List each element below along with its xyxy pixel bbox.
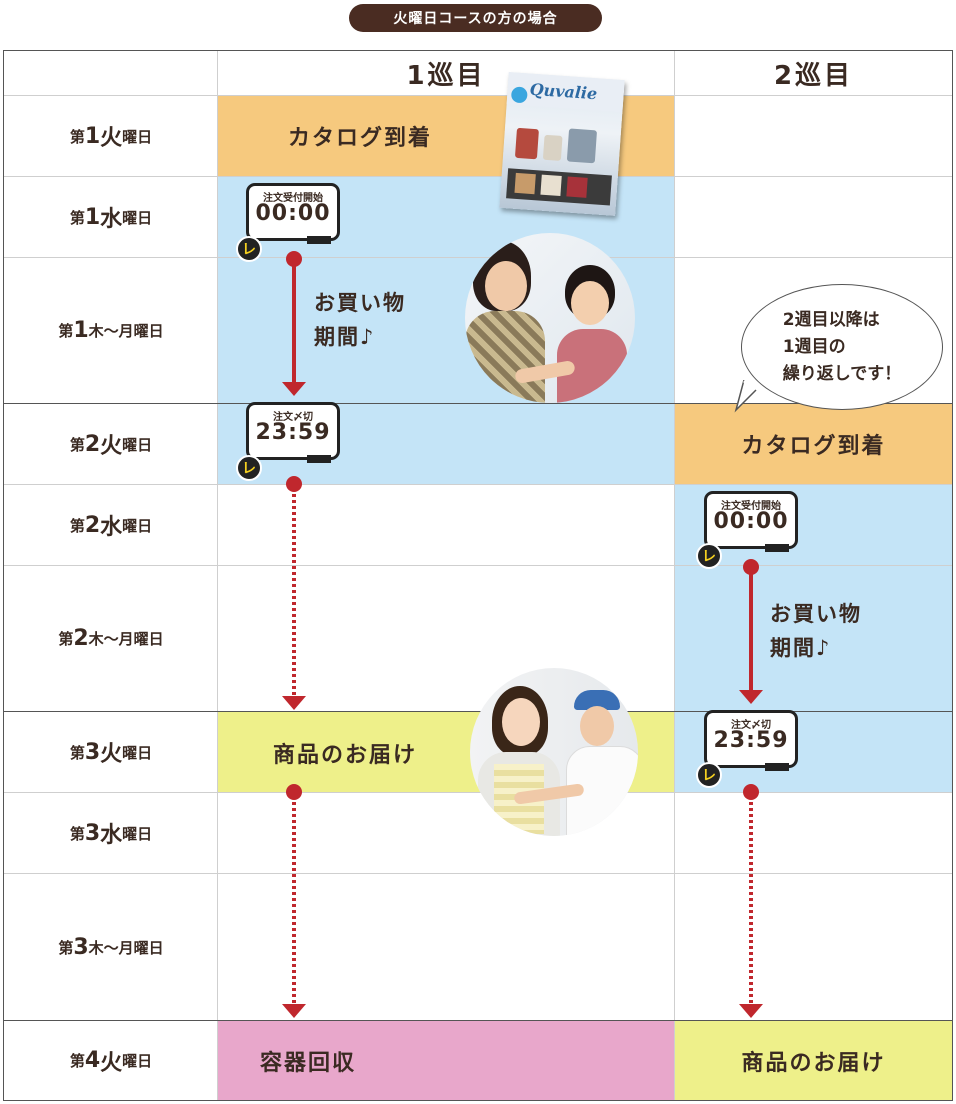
check-icon: レ bbox=[236, 455, 262, 481]
round1-shopping-period: お買い物 期間♪ bbox=[314, 291, 406, 349]
round2-order-start-clock: 注文受付開始 00:00 bbox=[704, 491, 798, 552]
round1-return-block bbox=[218, 1021, 674, 1100]
round2-order-deadline-clock: 注文〆切 23:59 bbox=[704, 710, 798, 771]
round1-order-start-clock: 注文受付開始 00:00 bbox=[246, 183, 340, 244]
mother-child-photo bbox=[465, 233, 635, 403]
column-header-round1: 1巡目 bbox=[406, 60, 486, 91]
round1-container-return: 容器回収 bbox=[259, 1050, 356, 1076]
delivery-photo bbox=[470, 668, 638, 836]
speech-bubble-tail bbox=[734, 380, 757, 413]
round1-order-deadline-clock: 注文〆切 23:59 bbox=[246, 402, 340, 463]
round2-shopping-period: お買い物 期間♪ bbox=[770, 602, 862, 660]
check-icon: レ bbox=[696, 762, 722, 788]
round2-delivery-block bbox=[675, 1021, 952, 1100]
round1-catalog-arrival: カタログ到着 bbox=[287, 126, 432, 151]
speech-bubble: 2週目以降は 1週目の 繰り返しです！ bbox=[741, 284, 943, 410]
catalog-image: Quvalie bbox=[499, 72, 625, 216]
round2-catalog-arrival: カタログ到着 bbox=[741, 434, 886, 459]
round2-delivery: 商品のお届け bbox=[741, 1050, 886, 1076]
check-icon: レ bbox=[236, 236, 262, 262]
round2-catalog-block bbox=[675, 404, 952, 484]
column-header-round2: 2巡目 bbox=[773, 60, 854, 91]
schedule-table bbox=[3, 50, 953, 1101]
speech-bubble-text: 2週目以降は 1週目の 繰り返しです！ bbox=[782, 309, 902, 384]
check-icon: レ bbox=[696, 543, 722, 569]
course-badge: 火曜日コースの方の場合 bbox=[349, 4, 602, 32]
round1-delivery: 商品のお届け bbox=[272, 742, 417, 768]
